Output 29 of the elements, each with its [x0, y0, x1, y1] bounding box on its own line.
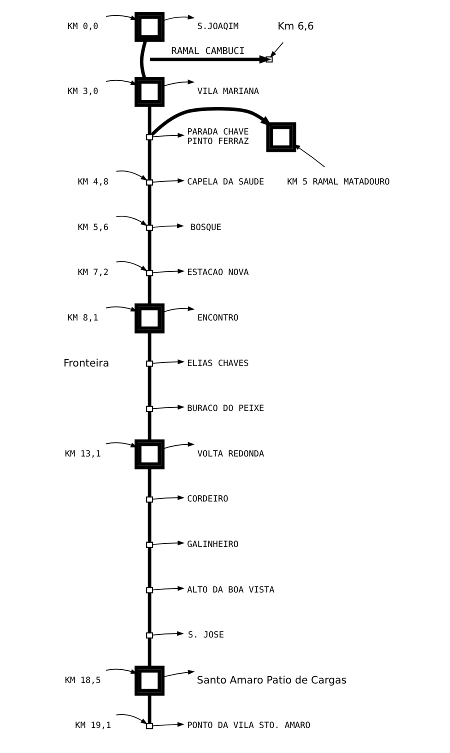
node-text: KM 4,8	[78, 178, 109, 188]
node-text: KM 5 RAMAL MATADOURO	[287, 178, 390, 188]
node-text: PONTO DA VILA STO. AMARO	[187, 721, 310, 732]
label: Fronteira	[64, 357, 110, 370]
node-text: PARADA CHAVE PINTO FERRAZ	[187, 128, 249, 148]
edge-label: RAMAL CAMBUCI	[171, 46, 245, 58]
node-text: KM 19,1	[75, 721, 112, 732]
node-text: S.JOAQIM	[197, 22, 238, 32]
node-text: KM 7,2	[78, 268, 109, 278]
node-text: KM 5,6	[78, 222, 109, 233]
node-text: KM 0,0	[68, 22, 98, 32]
node-text: KM 3,0	[68, 87, 98, 98]
node-text: ENCONTRO	[197, 314, 238, 324]
node-text: ALTO DA BOA VISTA	[187, 585, 274, 596]
node-text: ELIAS CHAVES	[187, 358, 249, 369]
node-text: Km 6,6	[278, 20, 314, 33]
node-text: BOSQUE	[190, 222, 222, 233]
node-text: GALINHEIRO	[187, 540, 239, 550]
node-text: KM 13,1	[64, 449, 101, 460]
node-text: BURACO DO PEIXE	[187, 404, 264, 414]
node-text: CORDEIRO	[187, 494, 228, 505]
node-text: S. JOSE	[188, 630, 224, 641]
node-text: VOLTA REDONDA	[197, 449, 264, 460]
node-text: Santo Amaro Patio de Cargas	[196, 674, 347, 686]
node-text: ESTACAO NOVA	[187, 268, 249, 278]
node-text: KM 8,1	[68, 314, 98, 324]
node-text: VILA MARIANA	[197, 87, 260, 98]
node-text: CAPELA DA SAUDE	[187, 178, 264, 188]
node-text: KM 18,5	[64, 676, 101, 686]
